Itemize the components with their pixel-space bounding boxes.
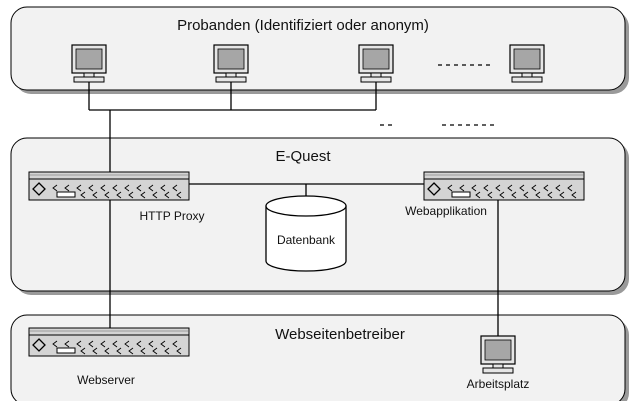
network-device-icon — [28, 171, 190, 201]
arbeitsplatz-node: Arbeitsplatz — [467, 335, 530, 391]
network-device-icon — [423, 171, 585, 201]
arbeitsplatz-label: Arbeitsplatz — [467, 377, 530, 391]
network-device-icon — [28, 327, 190, 357]
connection-lines — [88, 81, 499, 336]
webserver-label: Webserver — [77, 373, 135, 387]
http-proxy-node: HTTP Proxy — [28, 171, 205, 223]
http-proxy-label: HTTP Proxy — [139, 209, 204, 223]
webapplikation-label: Webapplikation — [405, 204, 487, 218]
datenbank-node: Datenbank — [265, 195, 347, 272]
datenbank-label: Datenbank — [277, 233, 336, 247]
zone-probanden: Probanden (Identifiziert oder anonym) — [10, 6, 629, 94]
zone-probanden-title: Probanden (Identifiziert oder anonym) — [177, 17, 429, 34]
webapplikation-node: Webapplikation — [405, 171, 585, 218]
zone-equest-title: E-Quest — [275, 148, 331, 165]
zone-betreiber-title: Webseitenbetreiber — [275, 326, 405, 343]
webserver-node: Webserver — [28, 327, 190, 387]
database-cylinder-icon — [265, 195, 347, 272]
dashed-continuations — [380, 64, 494, 126]
